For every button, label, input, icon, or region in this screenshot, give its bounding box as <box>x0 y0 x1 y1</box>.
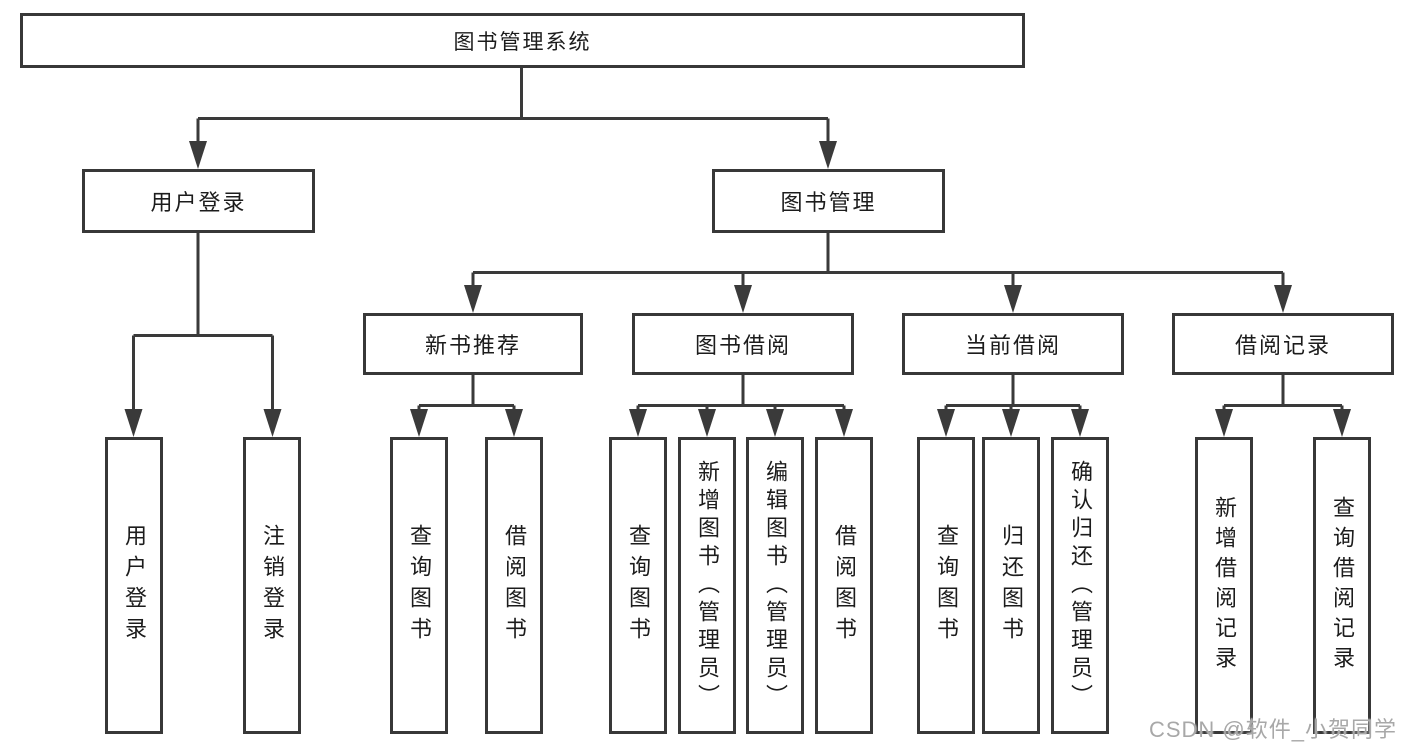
node-book-borrow: 图书借阅 <box>632 313 854 375</box>
arrowhead-icon <box>1274 285 1292 313</box>
leaf-borrow-book-recommend: 借阅图书 <box>485 437 543 734</box>
arrowhead-icon <box>1002 409 1020 437</box>
leaf-query-borrow-record: 查询借阅记录 <box>1313 437 1371 734</box>
arrowhead-icon <box>1333 409 1351 437</box>
arrowhead-icon <box>505 409 523 437</box>
arrowhead-icon <box>124 409 143 437</box>
leaf-add-borrow-record: 新增借阅记录 <box>1195 437 1253 734</box>
arrowhead-icon <box>1215 409 1233 437</box>
leaf-edit-book-admin: 编辑图书（管理员） <box>746 437 804 734</box>
leaf-add-book-admin: 新增图书（管理员） <box>678 437 736 734</box>
arrowhead-icon <box>189 141 207 169</box>
arrowhead-icon <box>698 409 716 437</box>
arrowhead-icon <box>410 409 428 437</box>
arrowhead-icon <box>937 409 955 437</box>
node-library-management-system: 图书管理系统 <box>20 13 1025 68</box>
arrowhead-icon <box>1004 285 1022 313</box>
csdn-watermark: CSDN @软件_小贺同学 <box>1148 717 1397 742</box>
node-book-management: 图书管理 <box>712 169 945 233</box>
arrowhead-icon <box>629 409 647 437</box>
arrowhead-icon <box>819 141 837 169</box>
node-borrow-record: 借阅记录 <box>1172 313 1394 375</box>
leaf-query-book-borrow: 查询图书 <box>609 437 667 734</box>
node-current-borrow: 当前借阅 <box>902 313 1124 375</box>
arrowhead-icon <box>734 285 752 313</box>
arrowhead-icon <box>464 285 482 313</box>
leaf-user-login: 用户登录 <box>105 437 163 734</box>
leaf-query-book-recommend: 查询图书 <box>390 437 448 734</box>
leaf-logout: 注销登录 <box>243 437 301 734</box>
leaf-query-book-current: 查询图书 <box>917 437 975 734</box>
node-user-login: 用户登录 <box>82 169 315 233</box>
arrowhead-icon <box>835 409 853 437</box>
leaf-confirm-return-admin: 确认归还（管理员） <box>1051 437 1109 734</box>
arrowhead-icon <box>766 409 784 437</box>
arrowhead-icon <box>1071 409 1089 437</box>
leaf-return-book: 归还图书 <box>982 437 1040 734</box>
leaf-borrow-book: 借阅图书 <box>815 437 873 734</box>
arrowhead-icon <box>263 409 282 437</box>
node-new-book-recommend: 新书推荐 <box>363 313 583 375</box>
